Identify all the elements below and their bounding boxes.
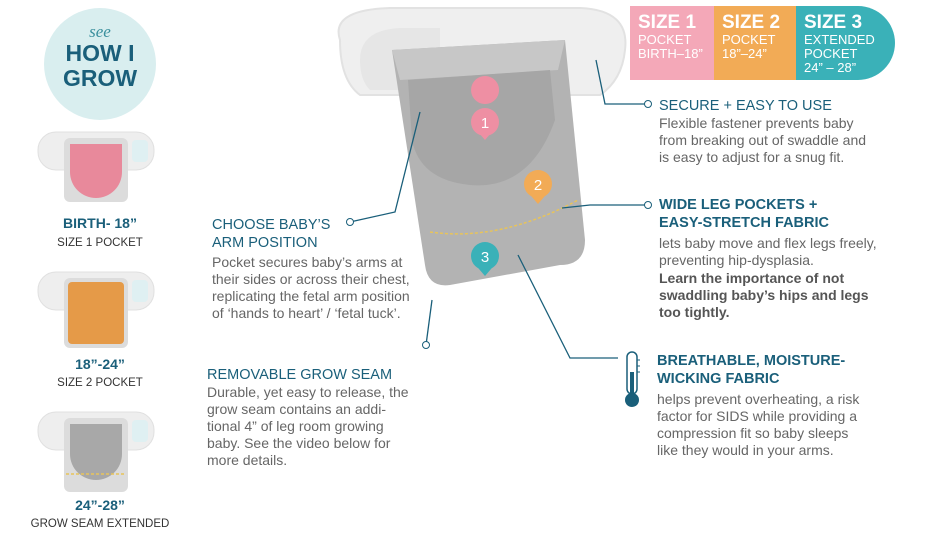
size-2-line1: POCKET (722, 32, 776, 47)
feature-breath-title1: BREATHABLE, MOISTURE- (657, 353, 846, 369)
feature-seam-line1: Durable, yet easy to release, the (207, 384, 409, 400)
size-1-line1: POCKET (638, 32, 692, 47)
marker-2: 2 (524, 170, 552, 204)
feature-seam-line3: tional 4” of leg room growing (207, 418, 384, 434)
dot-arm (346, 218, 354, 226)
marker-1: 1 (471, 76, 500, 140)
stage-3-label: 24”-28” (75, 497, 125, 513)
feature-breath-line2: factor for SIDS while providing a (657, 408, 857, 424)
feature-arm-line1: Pocket secures baby’s arms at (212, 254, 403, 270)
feature-seam: REMOVABLE GROW SEAM Durable, yet easy to… (207, 366, 447, 469)
stage-2-label: 18”-24” (75, 356, 125, 372)
feature-leg-title1: WIDE LEG POCKETS + (659, 197, 818, 213)
feature-breath-line3: compression fit so baby sleeps (657, 425, 849, 441)
size-3-tab: SIZE 3 EXTENDED POCKET 24” – 28” (796, 6, 895, 80)
feature-arm-title2: ARM POSITION (212, 235, 318, 251)
feature-arm-title1: CHOOSE BABY’S (212, 217, 331, 233)
dot-seam (422, 341, 430, 349)
feature-breath-title2: WICKING FABRIC (657, 371, 780, 387)
dot-leg (644, 201, 652, 209)
feature-breath-line1: helps prevent overheating, a risk (657, 391, 860, 407)
size-1-tab: SIZE 1 POCKET BIRTH–18” (630, 6, 714, 80)
stage-1-label: BIRTH- 18” (63, 215, 137, 231)
size-3-line1: EXTENDED (804, 32, 875, 47)
marker-2-text: 2 (534, 177, 542, 194)
stage-2-thumbnail (37, 271, 155, 348)
size-2-title: SIZE 2 (722, 12, 781, 33)
badge-line2: GROW (62, 65, 138, 91)
badge-see: see (89, 22, 111, 41)
how-i-grow-badge: see HOW I GROW (44, 8, 156, 120)
marker-1-text: 1 (481, 115, 489, 132)
size-1-title: SIZE 1 (638, 12, 697, 33)
feature-leg-title2: EASY-STRETCH FABRIC (659, 215, 829, 231)
feature-seam-line2: grow seam contains an addi- (207, 401, 386, 417)
marker-3-text: 3 (481, 249, 489, 266)
feature-secure-line2: from breaking out of swaddle and (659, 132, 867, 148)
stage-3-thumbnail (37, 411, 155, 492)
feature-leg-line2: preventing hip-dysplasia. (659, 252, 814, 268)
feature-secure-title: SECURE + EASY TO USE (659, 98, 832, 114)
feature-arm-line2: their sides or across their chest, (212, 271, 410, 287)
feature-leg-line1: lets baby move and flex legs freely, (659, 235, 877, 251)
feature-secure-line3: is easy to adjust for a snug fit. (659, 149, 845, 165)
size-3-title: SIZE 3 (804, 12, 863, 33)
stage-2-sub: SIZE 2 POCKET (57, 377, 143, 389)
feature-breath-line4: like they would in your arms. (657, 442, 834, 458)
stage-3-sub: GROW SEAM EXTENDED (30, 518, 170, 530)
feature-leg-bold2: swaddling baby’s hips and legs (659, 287, 869, 303)
feature-secure-line1: Flexible fastener prevents baby (659, 115, 854, 131)
feature-breath: BREATHABLE, MOISTURE- WICKING FABRIC hel… (657, 352, 939, 459)
size-3-line2: POCKET (804, 46, 858, 61)
feature-secure: SECURE + EASY TO USE Flexible fastener p… (659, 97, 939, 166)
size-2-tab: SIZE 2 POCKET 18”–24” (714, 6, 796, 80)
feature-seam-line4: baby. See the video below for (207, 435, 391, 451)
size-3-line3: 24” – 28” (804, 60, 857, 75)
feature-arm-line3: replicating the fetal arm position (212, 288, 410, 304)
badge-line1: HOW I (65, 40, 135, 66)
feature-seam-line5: more details. (207, 452, 288, 468)
size-1-line2: BIRTH–18” (638, 46, 703, 61)
feature-seam-title: REMOVABLE GROW SEAM (207, 367, 393, 383)
feature-leg-bold1: Learn the importance of not (659, 270, 845, 286)
marker-3: 3 (471, 242, 499, 276)
feature-leg-bold3: too tightly. (659, 304, 730, 320)
size-2-line2: 18”–24” (722, 46, 767, 61)
feature-arm-line4: of ‘hands to heart’ / ‘fetal tuck’. (212, 305, 401, 321)
thermometer-icon (625, 351, 640, 407)
feature-leg: WIDE LEG POCKETS + EASY-STRETCH FABRIC l… (659, 196, 939, 321)
feature-arm: CHOOSE BABY’S ARM POSITION Pocket secure… (212, 216, 452, 322)
stage-1-sub: SIZE 1 POCKET (57, 237, 143, 249)
dot-secure (644, 100, 652, 108)
swaddle-illustration: 1 2 3 (337, 7, 627, 286)
stage-1-thumbnail (37, 131, 155, 202)
